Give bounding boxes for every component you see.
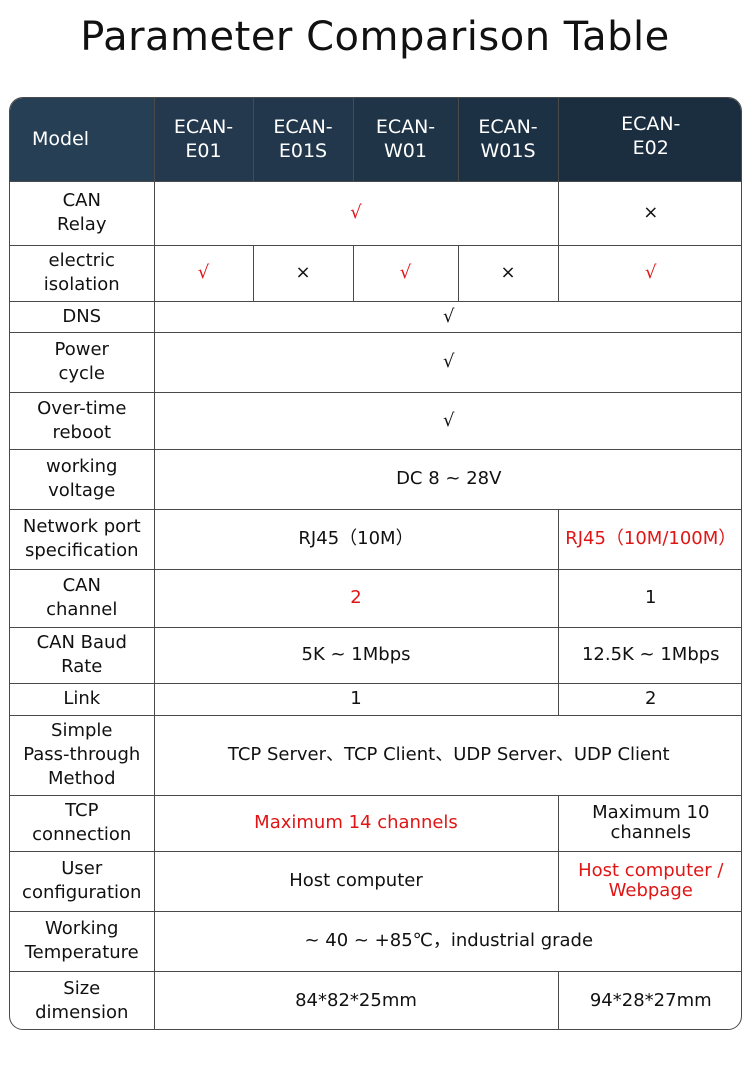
table-row: TCP connection Maximum 14 channels Maxim… [10,794,741,852]
cell-isolation-w01: √ [352,244,459,302]
header-row: Model ECAN- E01 ECAN- E01S ECAN- W01 ECA… [10,98,741,182]
table-row: Over-time reboot √ [10,391,741,450]
row-label-working-voltage: working voltage [10,448,155,510]
cell-isolation-e01: √ [153,244,254,302]
cell-size-e02: 94*28*27mm [557,970,741,1029]
cell-working-voltage-all: DC 8 ~ 28V [153,448,741,510]
cell-passthrough-all: TCP Server、TCP Client、UDP Server、UDP Cli… [153,714,741,796]
cell-isolation-w01s: × [457,244,559,302]
table-row: CAN Relay √ × [10,180,741,246]
row-label-user-config: User configuration [10,850,155,912]
table-row: Simple Pass-through Method TCP Server、TC… [10,714,741,796]
header-ecan-e01s: ECAN- E01S [252,98,354,182]
cell-can-channel-group: 2 [153,568,559,628]
cell-can-channel-e02: 1 [557,568,741,628]
row-label-passthrough: Simple Pass-through Method [10,714,155,796]
row-label-dns: DNS [10,300,155,333]
row-label-power-cycle: Power cycle [10,331,155,393]
row-label-overtime-reboot: Over-time reboot [10,391,155,450]
table-row: User configuration Host computer Host co… [10,850,741,912]
row-label-network-port: Network port specification [10,508,155,570]
cell-tcp-connection-group: Maximum 14 channels [153,794,559,852]
header-ecan-w01s: ECAN- W01S [457,98,559,182]
header-ecan-e02: ECAN- E02 [557,98,741,182]
header-ecan-w01: ECAN- W01 [352,98,459,182]
row-label-can-baud: CAN Baud Rate [10,626,155,684]
header-model: Model [10,98,155,182]
cell-can-relay-group: √ [153,180,559,246]
cell-network-port-e02: RJ45（10M/100M） [557,508,741,570]
cell-power-cycle-all: √ [153,331,741,393]
header-ecan-e01: ECAN- E01 [153,98,254,182]
cell-link-group: 1 [153,682,559,716]
cell-isolation-e01s: × [252,244,354,302]
cell-can-relay-e02: × [557,180,741,246]
table-row: Network port specification RJ45（10M） RJ4… [10,508,741,570]
table-row: Power cycle √ [10,331,741,393]
row-label-tcp-connection: TCP connection [10,794,155,852]
cell-user-config-e02: Host computer / Webpage [557,850,741,912]
cell-isolation-e02: √ [557,244,741,302]
cell-working-temp-all: ~ 40 ~ +85℃，industrial grade [153,910,741,972]
row-label-working-temp: Working Temperature [10,910,155,972]
cell-overtime-reboot-all: √ [153,391,741,450]
table-row: Working Temperature ~ 40 ~ +85℃，industri… [10,910,741,972]
row-label-can-channel: CAN channel [10,568,155,628]
cell-network-port-group: RJ45（10M） [153,508,559,570]
cell-dns-all: √ [153,300,741,333]
cell-user-config-group: Host computer [153,850,559,912]
cell-size-group: 84*82*25mm [153,970,559,1029]
comparison-table: Model ECAN- E01 ECAN- E01S ECAN- W01 ECA… [9,97,742,1030]
row-label-can-relay: CAN Relay [10,180,155,246]
table-row: working voltage DC 8 ~ 28V [10,448,741,510]
table-row: electric isolation √ × √ × √ [10,244,741,302]
cell-link-e02: 2 [557,682,741,716]
cell-can-baud-group: 5K ~ 1Mbps [153,626,559,684]
row-label-link: Link [10,682,155,716]
table-row: CAN channel 2 1 [10,568,741,628]
page-title: Parameter Comparison Table [80,14,670,60]
table-row: Size dimension 84*82*25mm 94*28*27mm [10,970,741,1029]
cell-can-baud-e02: 12.5K ~ 1Mbps [557,626,741,684]
row-label-isolation: electric isolation [10,244,155,302]
table-row: Link 1 2 [10,682,741,716]
row-label-size: Size dimension [10,970,155,1029]
table-row: DNS √ [10,300,741,333]
cell-tcp-connection-e02: Maximum 10 channels [557,794,741,852]
table-row: CAN Baud Rate 5K ~ 1Mbps 12.5K ~ 1Mbps [10,626,741,684]
